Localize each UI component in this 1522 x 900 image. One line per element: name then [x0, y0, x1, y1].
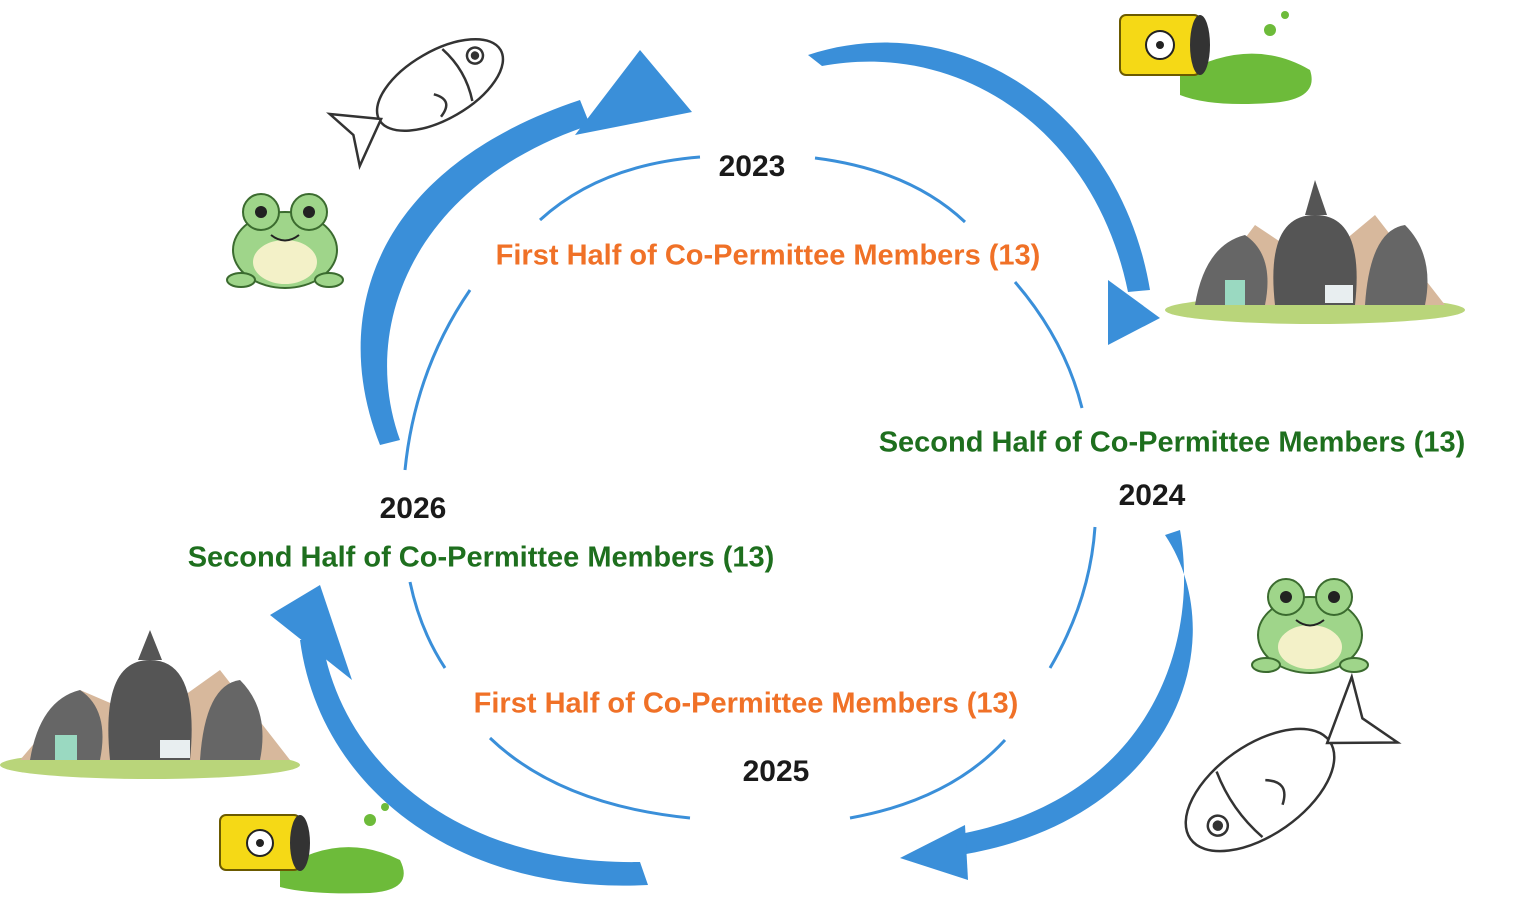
year-label-2024: 2024	[1118, 479, 1186, 512]
ring-segment	[488, 736, 691, 820]
arrow-2023-to-2024	[808, 42, 1150, 292]
group-label-2024: Second Half of Co-Permittee Members (13)	[878, 426, 1466, 459]
year-label-2025: 2025	[742, 755, 810, 788]
ring-segment	[538, 155, 701, 222]
arrow-head	[270, 585, 352, 680]
arrow-2026-to-2023	[360, 100, 590, 445]
ring-segment	[408, 581, 447, 669]
outer-arrows	[270, 42, 1193, 886]
group-label-2025: First Half of Co-Permittee Members (13)	[473, 687, 1019, 720]
trash-pile-icon	[0, 630, 300, 779]
ring-segment	[849, 738, 1007, 820]
inner-ring	[403, 155, 1097, 820]
group-label-2023: First Half of Co-Permittee Members (13)	[495, 239, 1041, 272]
ring-segment	[1013, 281, 1084, 409]
arrow-head	[900, 825, 968, 880]
arrow-head	[1108, 280, 1160, 345]
toxic-barrel-icon	[219, 803, 404, 894]
fish-icon	[1184, 672, 1402, 853]
arrow-head	[575, 50, 692, 135]
arrow-2025-to-2026	[300, 640, 648, 886]
arrow-2024-to-2025	[955, 530, 1193, 855]
frog-icon	[1251, 578, 1369, 674]
group-label-2026: Second Half of Co-Permittee Members (13)	[187, 541, 775, 574]
fish-icon	[326, 38, 505, 170]
trash-pile-icon	[1165, 180, 1465, 324]
frog-icon	[226, 193, 344, 289]
ring-segment	[814, 156, 967, 224]
ring-segment	[1048, 526, 1097, 669]
toxic-barrel-icon	[1119, 11, 1312, 104]
year-label-2026: 2026	[379, 492, 447, 525]
year-label-2023: 2023	[718, 150, 786, 183]
ring-segment	[403, 289, 472, 471]
